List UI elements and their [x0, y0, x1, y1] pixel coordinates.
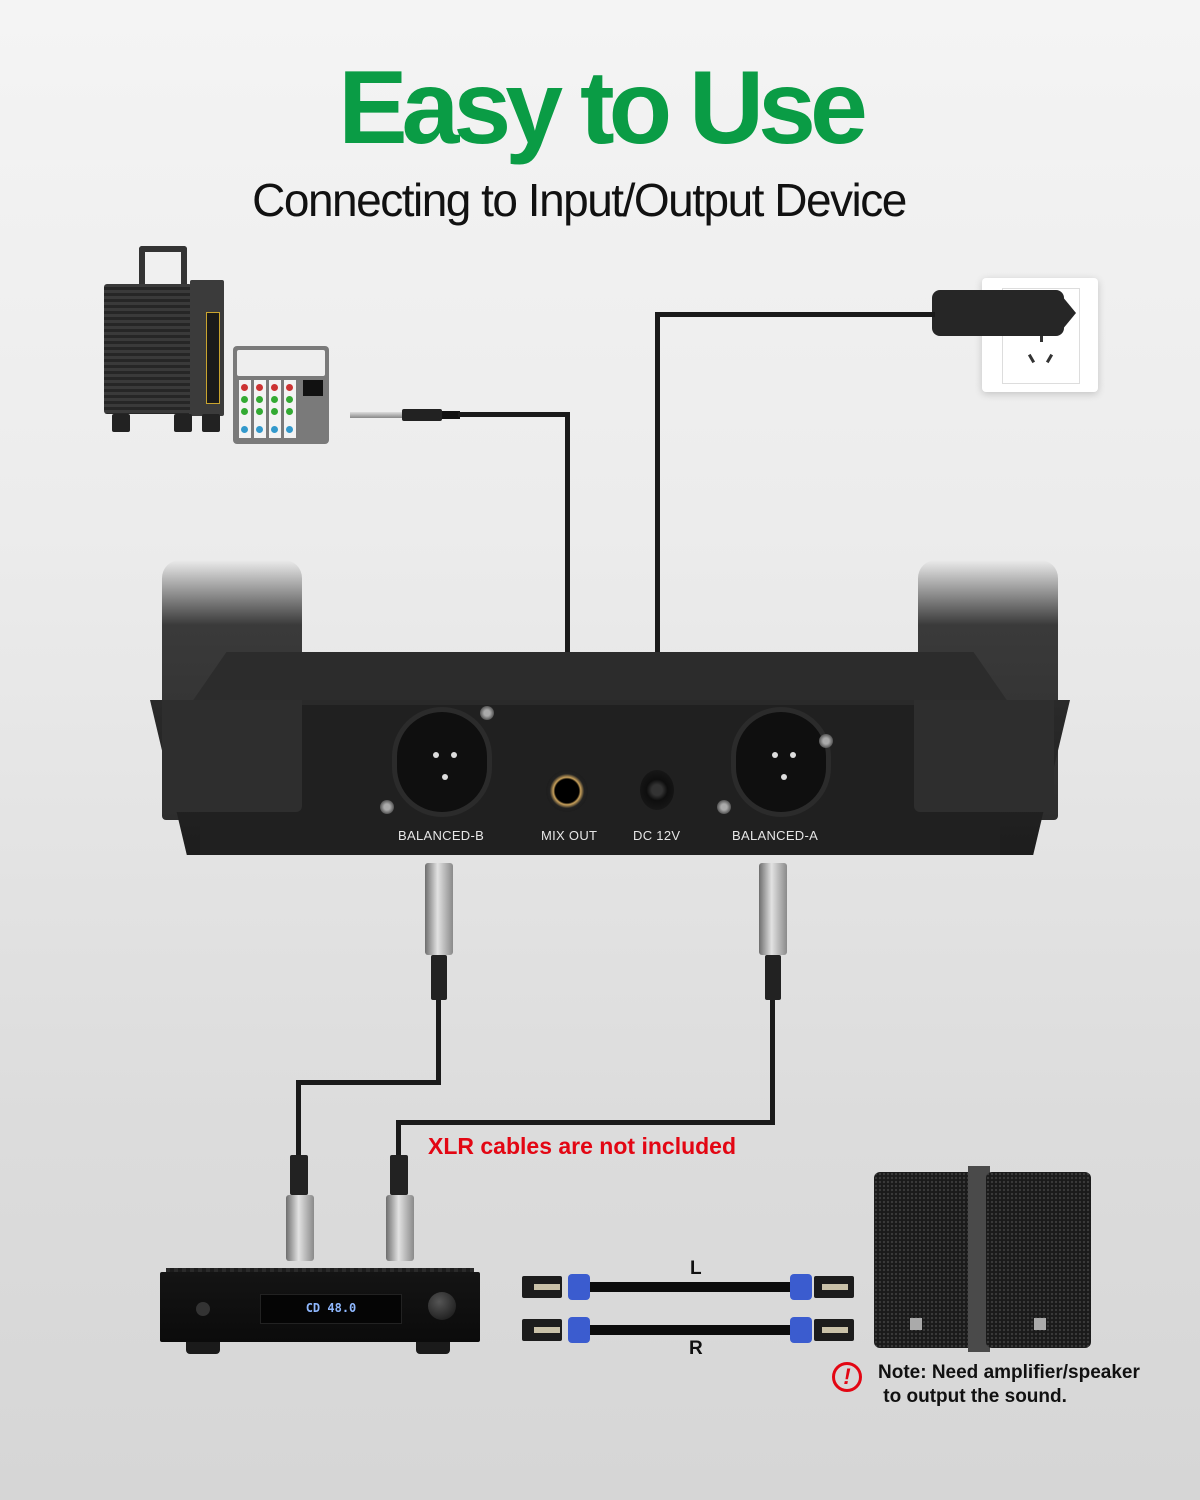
xlr-male-plug-b: [286, 1195, 314, 1261]
volume-knob-icon: [428, 1292, 456, 1320]
dc-12v-port[interactable]: [640, 770, 674, 810]
speaker-cable-right: [590, 1325, 798, 1335]
power-cable: [655, 312, 935, 317]
page-subtitle: Connecting to Input/Output Device: [252, 174, 907, 226]
mix-out-cable-vertical: [565, 412, 570, 682]
power-cable-vertical: [655, 312, 660, 684]
output-note: Note: Need amplifier/speaker to output t…: [878, 1361, 1140, 1409]
xlr-boot-b: [431, 955, 447, 1000]
xlr-cable-a: [396, 1120, 775, 1125]
speaker-logo: [910, 1318, 922, 1330]
speaker-cable-left: [590, 1282, 798, 1292]
amplifier-icon: CD 48.0: [160, 1272, 480, 1342]
trolley-speaker-icon: [104, 246, 224, 438]
power-adapter-icon: [932, 290, 1076, 336]
screw-icon: [380, 800, 394, 814]
xlr-cable-a: [396, 1120, 401, 1158]
xlr-cable-b: [296, 1080, 301, 1158]
receiver-side-right: [914, 700, 1054, 812]
xlr-boot-male-a: [390, 1155, 408, 1195]
screw-icon: [819, 734, 833, 748]
balanced-b-port[interactable]: [392, 707, 492, 817]
xlr-not-included-notice: XLR cables are not included: [428, 1133, 737, 1159]
mix-out-cable: [458, 412, 570, 417]
right-channel-label: R: [689, 1338, 703, 1359]
port-label-balanced-a: BALANCED-A: [732, 828, 819, 843]
speaker-logo: [1034, 1318, 1046, 1330]
port-label-dc-12v: DC 12V: [633, 828, 681, 843]
port-label-balanced-b: BALANCED-B: [398, 828, 485, 843]
left-channel-label: L: [690, 1258, 702, 1279]
warning-icon: !: [832, 1362, 862, 1392]
xlr-cable-b: [296, 1080, 441, 1085]
balanced-a-port[interactable]: [731, 707, 831, 817]
amplifier-foot: [186, 1342, 220, 1354]
mix-out-port[interactable]: [546, 770, 588, 812]
xlr-female-plug-b: [425, 863, 453, 955]
speakon-connector-icon: [790, 1317, 860, 1343]
note-line-2: to output the sound.: [878, 1386, 1067, 1407]
jack-plug-icon: [350, 409, 460, 421]
page-title: Easy to Use: [338, 50, 868, 166]
speakon-connector-icon: [790, 1274, 860, 1300]
mixer-icon: [233, 346, 329, 444]
port-label-mix-out: MIX OUT: [541, 828, 598, 843]
xlr-cable-a: [770, 1000, 775, 1125]
xlr-female-plug-a: [759, 863, 787, 955]
xlr-boot-male-b: [290, 1155, 308, 1195]
screw-icon: [480, 706, 494, 720]
speaker-left-icon: [874, 1172, 979, 1348]
receiver-rear-panel: [200, 705, 1000, 855]
speaker-bracket: [968, 1166, 990, 1352]
amplifier-foot: [416, 1342, 450, 1354]
screw-icon: [717, 800, 731, 814]
xlr-boot-a: [765, 955, 781, 1000]
amplifier-display: CD 48.0: [305, 1301, 357, 1315]
speakon-connector-icon: [522, 1317, 592, 1343]
xlr-male-plug-a: [386, 1195, 414, 1261]
speakon-connector-icon: [522, 1274, 592, 1300]
xlr-cable-b: [436, 1000, 441, 1085]
receiver-side-left: [162, 700, 302, 812]
note-line-1: Note: Need amplifier/speaker: [878, 1362, 1140, 1383]
